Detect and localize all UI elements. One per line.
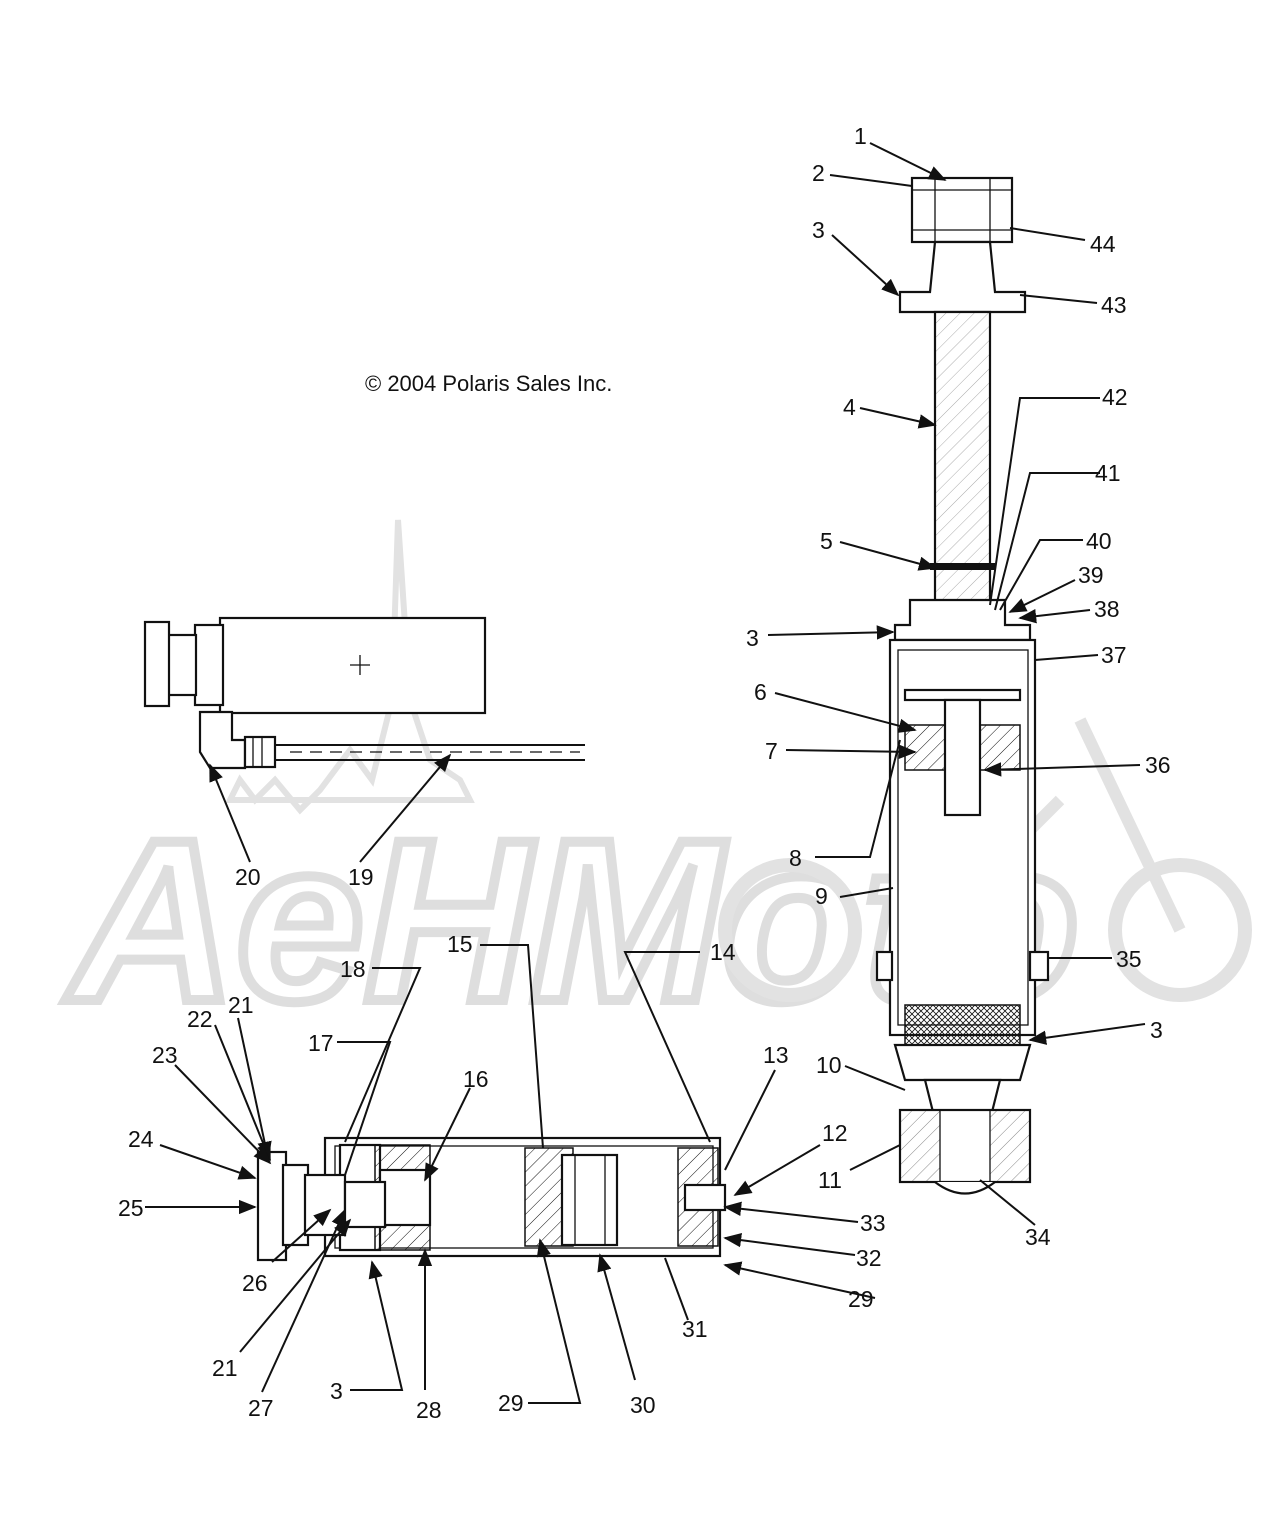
callout-23: 23 <box>152 1042 178 1068</box>
callout-29: 29 <box>498 1390 524 1416</box>
callout-39: 39 <box>1078 562 1104 588</box>
callout-10: 10 <box>816 1052 842 1078</box>
callout-24: 24 <box>128 1126 154 1152</box>
callout-25: 25 <box>118 1195 144 1221</box>
vertical-shock-assembly <box>875 176 1050 1195</box>
callout-38: 38 <box>1094 596 1120 622</box>
callout-22: 22 <box>187 1006 213 1032</box>
copyright-notice: © 2004 Polaris Sales Inc. <box>365 371 612 396</box>
callout-27: 27 <box>248 1395 274 1421</box>
leader-lines <box>145 142 1146 1404</box>
callout-14: 14 <box>710 939 736 965</box>
callout-21: 21 <box>228 992 254 1018</box>
callout-17: 17 <box>308 1030 334 1056</box>
callout-21: 21 <box>212 1355 238 1381</box>
callout-4: 4 <box>843 394 856 420</box>
callout-6: 6 <box>754 679 767 705</box>
callout-37: 37 <box>1101 642 1127 668</box>
callout-36: 36 <box>1145 752 1171 778</box>
callout-32: 32 <box>856 1245 882 1271</box>
callout-18: 18 <box>340 956 366 982</box>
callout-3: 3 <box>330 1378 343 1404</box>
callout-41: 41 <box>1095 460 1121 486</box>
callout-33: 33 <box>860 1210 886 1236</box>
watermark-logo: AeHMoto <box>60 519 1252 1054</box>
callout-29: 29 <box>848 1286 874 1312</box>
callout-28: 28 <box>416 1397 442 1423</box>
callout-31: 31 <box>682 1316 708 1342</box>
callout-19: 19 <box>348 864 374 890</box>
callout-20: 20 <box>235 864 261 890</box>
callout-40: 40 <box>1086 528 1112 554</box>
callout-11: 11 <box>818 1167 842 1193</box>
callout-16: 16 <box>463 1066 489 1092</box>
callout-13: 13 <box>763 1042 789 1068</box>
callout-2: 2 <box>812 160 825 186</box>
callout-15: 15 <box>447 931 473 957</box>
callout-9: 9 <box>815 883 828 909</box>
callout-30: 30 <box>630 1392 656 1418</box>
horizontal-reservoir-assembly <box>256 1136 727 1262</box>
reservoir-hose-assembly <box>143 616 585 770</box>
callout-12: 12 <box>822 1120 848 1146</box>
callout-44: 44 <box>1090 231 1116 257</box>
callout-labels: 1 2 3 44 43 4 42 41 5 40 39 38 3 37 6 7 … <box>118 123 1171 1423</box>
callout-1: 1 <box>854 123 867 149</box>
callout-34: 34 <box>1025 1224 1051 1250</box>
callout-8: 8 <box>789 845 802 871</box>
callout-42: 42 <box>1102 384 1128 410</box>
callout-5: 5 <box>820 528 833 554</box>
callout-3: 3 <box>812 217 825 243</box>
callout-26: 26 <box>242 1270 268 1296</box>
callout-3: 3 <box>746 625 759 651</box>
callout-43: 43 <box>1101 292 1127 318</box>
callout-35: 35 <box>1116 946 1142 972</box>
callout-3: 3 <box>1150 1017 1163 1043</box>
callout-7: 7 <box>765 738 778 764</box>
